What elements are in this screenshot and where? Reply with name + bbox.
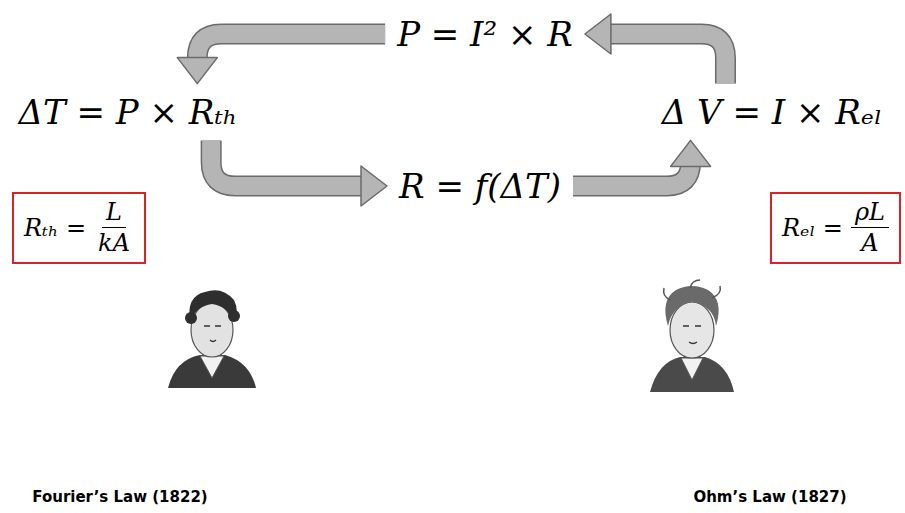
cycle-arrow (585, 14, 726, 84)
numerator: ρL (851, 199, 889, 228)
equation-text: Δ V = I × Rₑₗ (662, 92, 883, 132)
arrow-outline (197, 34, 385, 59)
arrow-head (177, 58, 217, 84)
arrow-shaft (211, 140, 362, 186)
collar (681, 358, 703, 380)
ohm-portrait (650, 280, 734, 392)
face (191, 303, 233, 357)
equation-text: R = f(ΔT) (399, 166, 561, 206)
arrow-head (585, 14, 611, 54)
equation-node: ΔT = P × Rₜₕ (12, 90, 243, 135)
fraction: ρLA (851, 199, 889, 257)
denominator: kA (94, 228, 134, 256)
formula-lhs: Rₜₕ = (24, 215, 86, 241)
equation-node: P = I² × R (391, 12, 579, 57)
coat (650, 357, 734, 392)
arrow-outline (610, 34, 726, 84)
formula-lhs: Rₑₗ = (782, 215, 843, 241)
hair-strands (664, 280, 721, 300)
collar (200, 356, 224, 378)
coat (168, 355, 256, 388)
features (204, 326, 221, 342)
arrow-head (361, 166, 387, 206)
cycle-arrow (573, 140, 711, 186)
curl (185, 312, 197, 324)
denominator: A (857, 228, 882, 256)
arrow-shaft (610, 34, 726, 84)
equation-text: P = I² × R (397, 14, 573, 54)
cycle-arrow (211, 140, 387, 206)
arrow-outline (211, 140, 362, 186)
arrow-head (671, 140, 711, 166)
face (670, 302, 714, 358)
formula-box: Rₜₕ = LkA (12, 192, 146, 264)
curl (228, 310, 240, 322)
portrait-caption: Ohm’s Law (1827) (693, 488, 846, 506)
numerator: L (102, 199, 126, 228)
equation-text: ΔT = P × Rₜₕ (18, 92, 237, 132)
features (683, 326, 701, 344)
equation-node: R = f(ΔT) (393, 164, 567, 209)
formula-box: Rₑₗ = ρLA (770, 192, 901, 264)
arrow-shaft (197, 34, 385, 59)
fourier-portrait (168, 290, 256, 388)
equation-node: Δ V = I × Rₑₗ (656, 90, 889, 135)
cycle-arrow (177, 34, 385, 84)
fraction: LkA (94, 199, 134, 257)
hair (665, 286, 718, 326)
portrait-caption: Fourier’s Law (1822) (32, 488, 207, 506)
